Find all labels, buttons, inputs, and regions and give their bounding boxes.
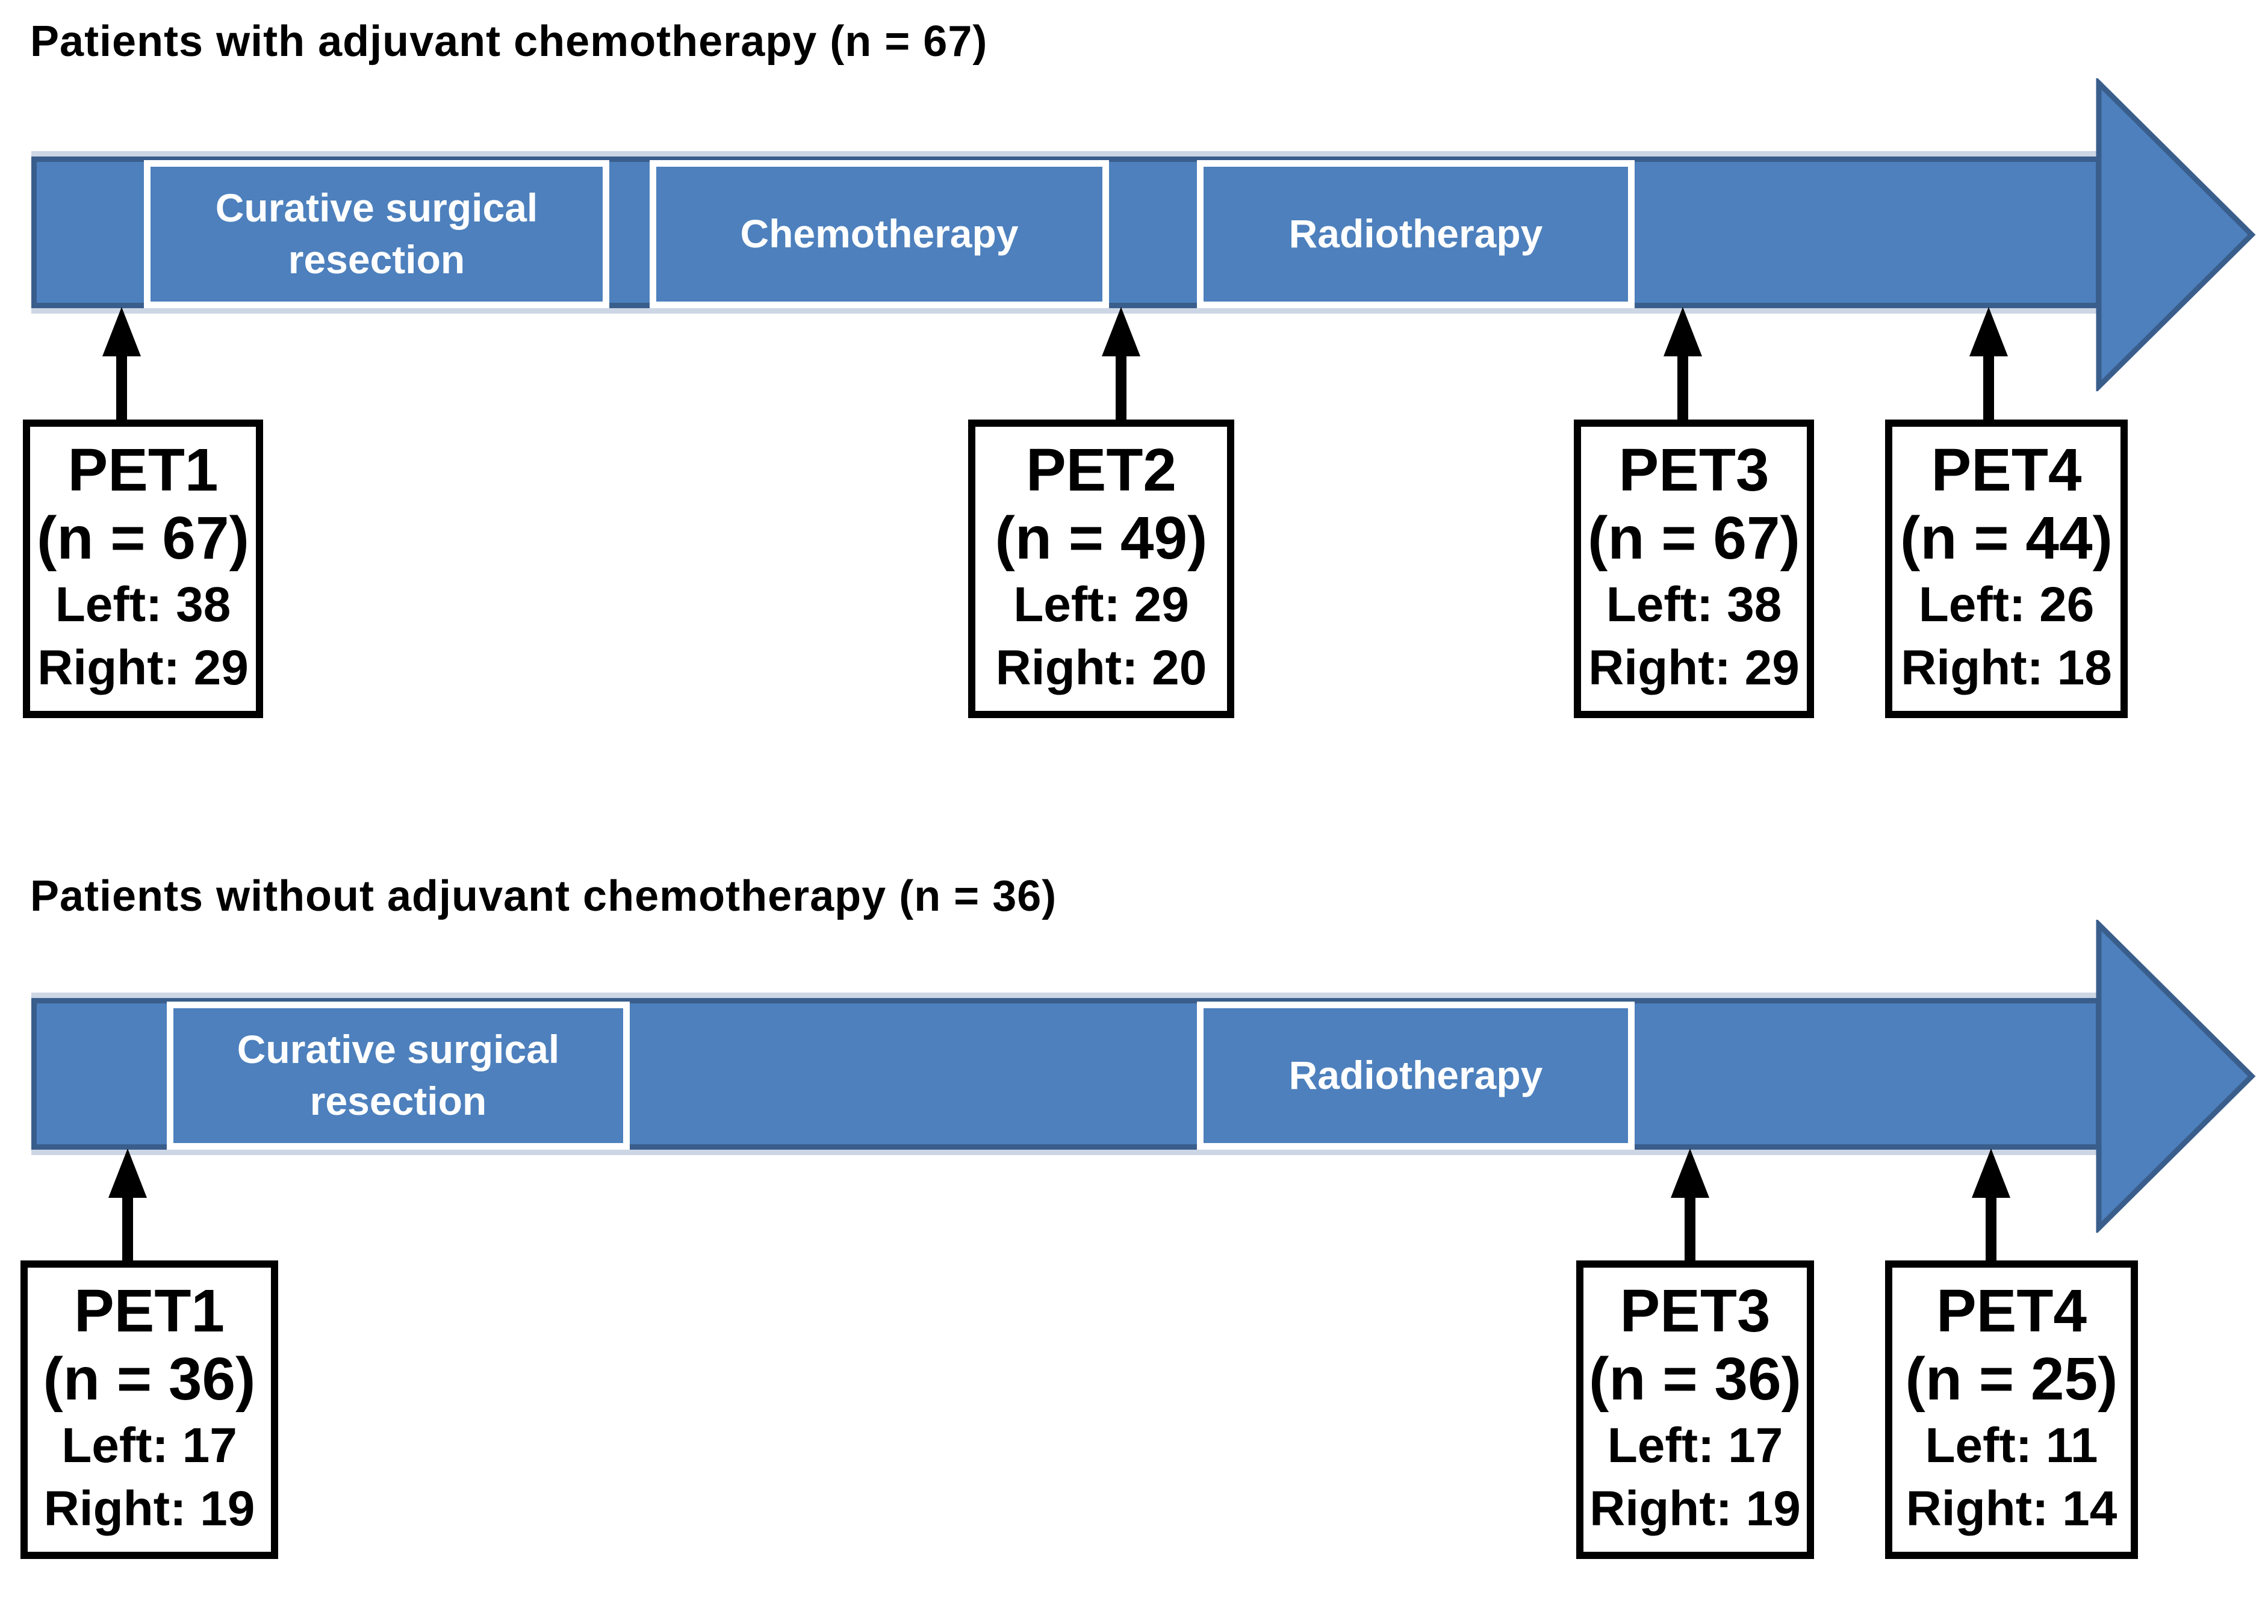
timeline-arrowhead-icon xyxy=(2096,920,2256,1233)
section-with-adjuvant-chemo: Patients with adjuvant chemotherapy (n =… xyxy=(0,0,2268,783)
pet-box-left-count: Left: 17 xyxy=(1607,1418,1783,1474)
pet-box-left-count: Left: 29 xyxy=(1013,577,1189,633)
pet-box-pet1: PET1 (n = 36) Left: 17 Right: 19 xyxy=(20,1260,278,1559)
pet-box-pet1: PET1 (n = 67) Left: 38 Right: 29 xyxy=(23,420,263,718)
pet-box-n: (n = 44) xyxy=(1900,504,2113,572)
pet-box-n: (n = 67) xyxy=(37,504,249,572)
pet-box-right-count: Right: 29 xyxy=(1588,640,1800,695)
pet-box-n: (n = 25) xyxy=(1905,1345,2118,1413)
pet-box-title: PET4 xyxy=(1931,436,2082,504)
up-arrow-icon xyxy=(1972,1148,2010,1262)
pet-box-title: PET4 xyxy=(1936,1277,2087,1345)
stage-label: Curative surgical resection xyxy=(237,1027,560,1123)
pet-box-left-count: Left: 38 xyxy=(55,577,231,633)
pet-box-title: PET1 xyxy=(67,436,219,504)
pet-box-left-count: Left: 11 xyxy=(1925,1418,2098,1474)
stage-curative-surgical-resection: Curative surgical resection xyxy=(144,160,609,308)
up-arrow-icon xyxy=(1671,1148,1709,1262)
up-arrow-icon xyxy=(108,1148,147,1262)
pet-box-right-count: Right: 20 xyxy=(995,640,1207,695)
stage-label: Radiotherapy xyxy=(1288,211,1543,256)
pet-box-pet2: PET2 (n = 49) Left: 29 Right: 20 xyxy=(968,420,1234,718)
pet-box-pet3: PET3 (n = 36) Left: 17 Right: 19 xyxy=(1576,1260,1814,1559)
pet-box-title: PET2 xyxy=(1025,436,1177,504)
pet-box-pet3: PET3 (n = 67) Left: 38 Right: 29 xyxy=(1574,420,1814,718)
stage-label: Radiotherapy xyxy=(1288,1053,1543,1098)
pet-box-n: (n = 36) xyxy=(1589,1345,1801,1413)
stage-label: Chemotherapy xyxy=(740,211,1019,256)
pet-box-title: PET3 xyxy=(1620,1277,1771,1345)
timeline-arrowhead-icon xyxy=(2096,78,2256,391)
stage-radiotherapy: Radiotherapy xyxy=(1197,1002,1635,1150)
up-arrow-icon xyxy=(1102,307,1140,420)
up-arrow-icon xyxy=(1969,307,2008,420)
pet-box-right-count: Right: 19 xyxy=(1589,1481,1801,1536)
pet-box-left-count: Left: 38 xyxy=(1606,577,1782,633)
pet-box-left-count: Left: 17 xyxy=(61,1418,237,1474)
up-arrow-icon xyxy=(1664,307,1702,420)
up-arrow-icon xyxy=(102,307,141,420)
pet-box-n: (n = 36) xyxy=(43,1345,256,1413)
pet-box-right-count: Right: 29 xyxy=(37,640,249,695)
pet-box-right-count: Right: 18 xyxy=(1901,640,2112,695)
pet-box-pet4: PET4 (n = 44) Left: 26 Right: 18 xyxy=(1885,420,2128,718)
pet-box-pet4: PET4 (n = 25) Left: 11 Right: 14 xyxy=(1885,1260,2138,1559)
stage-chemotherapy: Chemotherapy xyxy=(650,160,1109,308)
figure-canvas: { "colors": { "bar_fill": "#4d80bd", "ba… xyxy=(0,0,2268,1559)
pet-box-title: PET1 xyxy=(73,1277,225,1345)
stage-radiotherapy: Radiotherapy xyxy=(1197,160,1635,308)
stage-label: Curative surgical resection xyxy=(215,185,538,282)
section-title: Patients without adjuvant chemotherapy (… xyxy=(30,872,1057,920)
pet-box-left-count: Left: 26 xyxy=(1918,577,2095,633)
stage-curative-surgical-resection: Curative surgical resection xyxy=(167,1002,630,1150)
pet-box-right-count: Right: 14 xyxy=(1906,1481,2117,1536)
pet-box-n: (n = 67) xyxy=(1588,504,1800,572)
section-without-adjuvant-chemo: Patients without adjuvant chemotherapy (… xyxy=(0,841,2268,1624)
pet-box-title: PET3 xyxy=(1618,436,1769,504)
pet-box-right-count: Right: 19 xyxy=(43,1481,255,1536)
pet-box-n: (n = 49) xyxy=(995,504,1208,572)
section-title: Patients with adjuvant chemotherapy (n =… xyxy=(30,17,988,66)
